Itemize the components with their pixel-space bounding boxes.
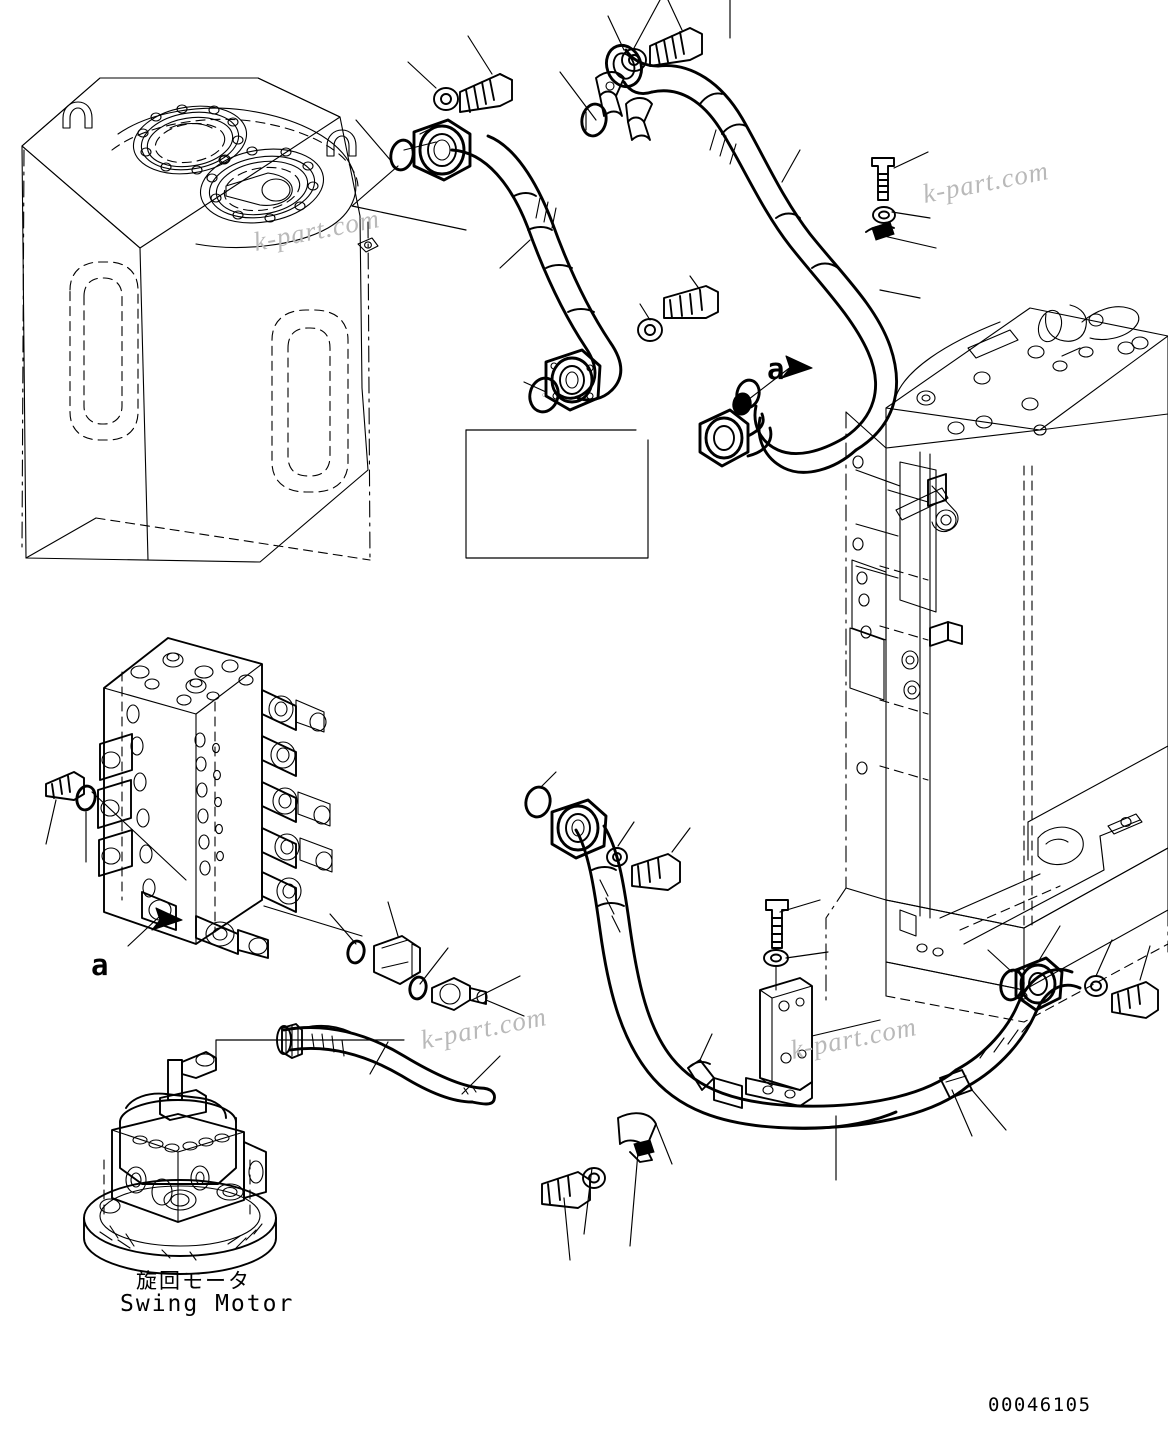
swing-motor [83, 1051, 277, 1275]
oil-cooler-radiator [825, 304, 1168, 1023]
control-valve [97, 637, 333, 959]
lower-hardware [541, 847, 1159, 1209]
upper-hardware [433, 27, 896, 397]
upper-hydraulic-tube [389, 118, 623, 414]
swing-motor-label-jp: 旋回モータ [136, 1269, 251, 1293]
hydraulic-tank [21, 77, 379, 563]
drawing-number: 00046105 [988, 1394, 1092, 1416]
lower-left-hardware [45, 771, 496, 1106]
section-callout-a-lower: a [91, 948, 109, 982]
section-callout-a-upper: a [767, 352, 785, 386]
clamp-bracket [745, 899, 813, 1107]
swing-motor-label-en: Swing Motor [120, 1291, 295, 1317]
lower-hydraulic-tube [524, 785, 1082, 1130]
